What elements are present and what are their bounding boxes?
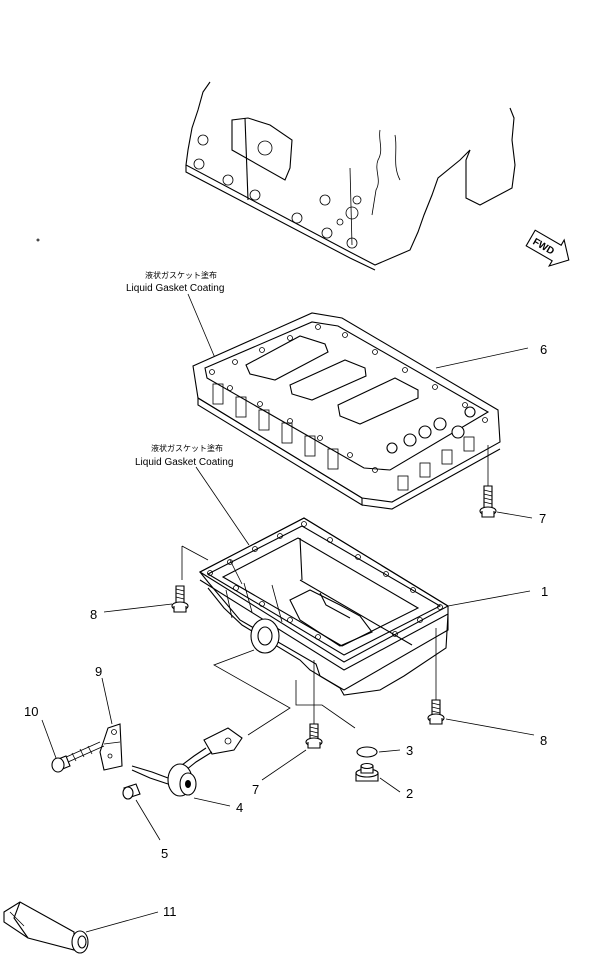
callout-2: 2: [406, 786, 413, 801]
callout-7a: 7: [539, 511, 546, 526]
bolt-10: [51, 741, 105, 773]
callout-1: 1: [541, 584, 548, 599]
oil-pan: [198, 517, 450, 696]
bolt-7-center: [305, 660, 323, 749]
callout-7b: 7: [252, 782, 259, 797]
lower-note-jp: 液状ガスケット塗布: [151, 443, 223, 453]
oil-pan-spacer: [192, 312, 501, 510]
upper-note-jp: 液状ガスケット塗布: [145, 270, 217, 280]
bolt-7-right: [479, 445, 497, 518]
spacer-bosses: [386, 406, 476, 454]
upper-note-leader: [187, 293, 216, 359]
bracket: [99, 723, 123, 771]
o-ring: [356, 746, 378, 758]
callout-3: 3: [406, 743, 413, 758]
oil-level-sensor: [131, 727, 243, 797]
callout-9: 9: [95, 664, 102, 679]
plug: [122, 783, 141, 800]
callout-6: 6: [540, 342, 547, 357]
lower-note-leader: [195, 466, 250, 546]
spacer-bolt-holes: [209, 324, 488, 473]
bolt-8-left: [171, 585, 189, 613]
fwd-arrow-icon: FWD: [525, 229, 570, 267]
callout-10: 10: [24, 704, 38, 719]
callout-5: 5: [161, 846, 168, 861]
callout-4: 4: [236, 800, 243, 815]
upper-note-en: Liquid Gasket Coating: [126, 283, 224, 294]
bolt-8-right: [427, 628, 445, 725]
drain-plug: [355, 762, 379, 782]
liquid-gasket-tube: [3, 901, 89, 954]
spacer-side-ribs: [212, 383, 475, 491]
engine-block: [185, 81, 516, 271]
callout-8a: 8: [90, 607, 97, 622]
callout-8b: 8: [540, 733, 547, 748]
lower-note-en: Liquid Gasket Coating: [135, 457, 233, 468]
callout-11: 11: [163, 904, 177, 919]
pan-flange-holes: [207, 521, 443, 640]
